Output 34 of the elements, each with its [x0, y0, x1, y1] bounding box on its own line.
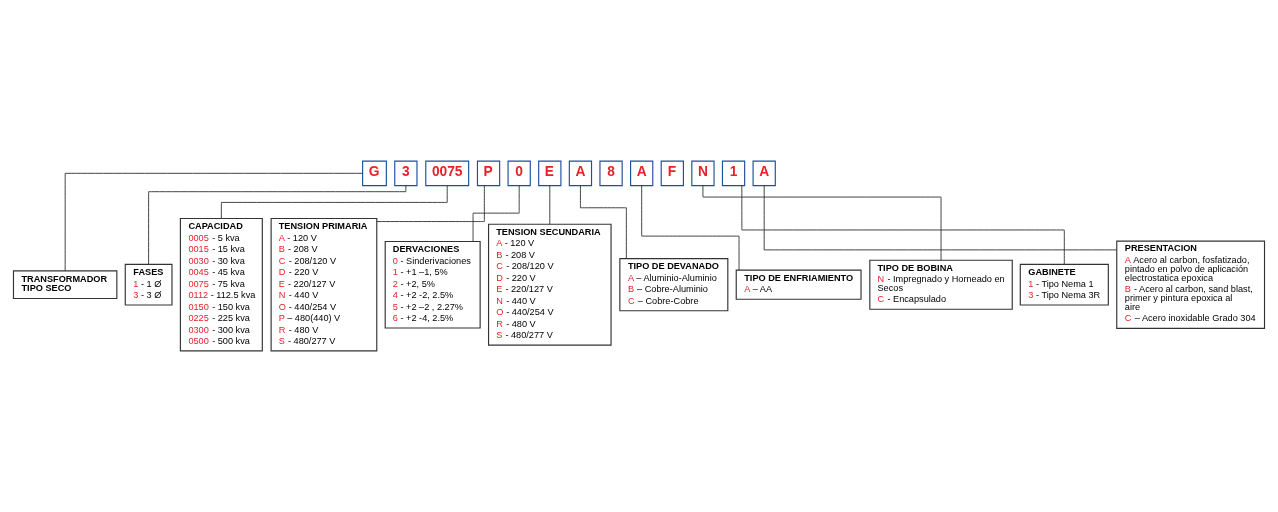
node-box: DERVACIONES 0 - Sinderivaciones 1 - +1 –1, 5% 2 - +2, 5% 4 - +2 -2, 2.5% 5 - +2 –2 , 2.27% 6 - +2 -4, 2.5%	[384, 240, 481, 329]
connector	[579, 185, 627, 260]
node-box: 0075	[425, 160, 470, 187]
node-box: N	[691, 160, 715, 187]
connector	[472, 185, 520, 242]
node-box: TIPO DE DEVANADO A – Aluminio-Aluminio B – Cobre-Aluminio C – Cobre-Cobre	[619, 258, 729, 312]
node-box: A	[752, 160, 776, 187]
connector	[763, 185, 1118, 251]
node-box: TRANSFORMADOR TIPO SECO	[12, 270, 118, 300]
node-box: TENSION PRIMARIA A - 120 V B - 208 V C - 208/120 V D - 220 V E - 220/127 V N - 440 V O - 440/254 V P – 480(440) V R - 480 V S - 480/277 V	[270, 217, 378, 352]
node-box: 8	[599, 160, 623, 187]
node-box: 3	[394, 160, 418, 187]
node-box: TIPO DE ENFRIAMIENTO A – AA	[735, 269, 862, 300]
node-box: A	[630, 160, 654, 187]
node-box: 1	[721, 160, 746, 187]
connector	[148, 185, 407, 265]
node-box: E	[538, 160, 562, 187]
node-box: GABINETE 1 - Tipo Nema 1 3 - Tipo Nema 3R	[1019, 263, 1109, 306]
connector	[641, 185, 740, 271]
connector	[64, 172, 363, 272]
node-box: F	[660, 160, 684, 187]
connector	[376, 185, 485, 222]
node-box: 0	[507, 160, 531, 187]
node-box: TIPO DE BOBINA N - Impregnado y Horneado en Secos C - Encapsulado	[869, 259, 1013, 310]
connector	[702, 185, 942, 261]
connector	[549, 185, 551, 225]
node-box: CAPACIDAD 0005 - 5 kva 0015 - 15 kva 0030 - 30 kva 0045 - 45 kva 0075 - 75 kva 0112 - 112.5 kva 0150 - 150 kva 0225 - 225 kva 0300 - 300 kva 0500 - 500 kva	[179, 217, 263, 352]
node-box: FASES 1 - 1 Ø 3 - 3 Ø	[124, 263, 173, 306]
node-box: P	[476, 160, 501, 187]
node-box: G	[362, 160, 387, 187]
node-box: A	[568, 160, 593, 187]
node-box: TENSION SECUNDARIA A - 120 V B - 208 V C - 208/120 V D - 220 V E - 220/127 V N - 440 V O - 440/254 V R - 480 V S - 480/277 V	[487, 223, 612, 346]
node-box: PRESENTACION A Acero al carbon, fosfatizado, pintado en polvo de aplicación electrostatica epoxica B - Acero al carbon, sand blast, primer y pintura epoxica al aire C – Acero inoxidable Grado 304	[1116, 240, 1266, 329]
connector	[741, 185, 1065, 265]
